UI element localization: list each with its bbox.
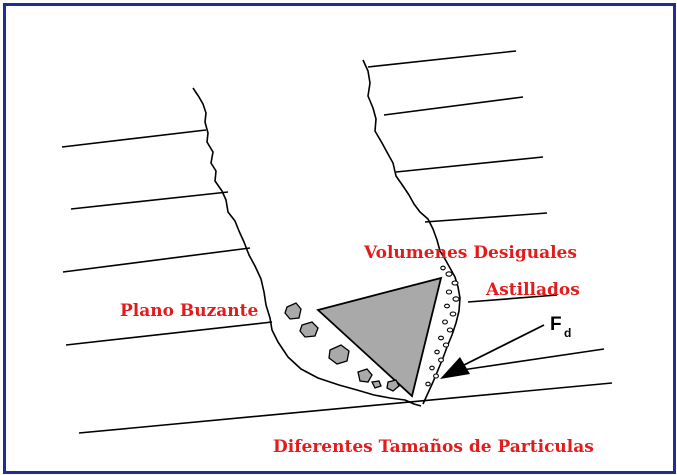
bedding-line [461, 348, 605, 371]
particles-left [284, 302, 400, 392]
fragment [452, 296, 460, 302]
fragment [433, 373, 439, 379]
fragment [442, 342, 450, 348]
force-subscript: d [564, 326, 571, 340]
fragment [446, 327, 454, 333]
particle [284, 302, 302, 320]
bedding-line [61, 129, 207, 148]
bedding-line [467, 294, 558, 303]
bedding-line [383, 96, 524, 116]
force-label: F [550, 314, 562, 335]
label-plano-buzante: Plano Buzante [120, 301, 258, 321]
particle [371, 380, 382, 389]
bedding-line [62, 247, 251, 273]
fragment [434, 349, 440, 355]
bedding-line [424, 212, 548, 223]
fragment [425, 381, 431, 387]
fissure-left-wall [192, 87, 422, 407]
bedding-line [367, 50, 517, 68]
particle [386, 379, 400, 392]
bedding-line [70, 191, 229, 210]
label-volumenes-desiguales: Volumenes Desiguales [363, 243, 577, 263]
fragment [438, 335, 444, 341]
bedding-lines-left [61, 129, 273, 346]
bedding-line [65, 321, 273, 346]
fragment [444, 303, 450, 309]
fragment [449, 311, 457, 317]
label-diferentes-tamanos: Diferentes Tamaños de Particulas [273, 437, 594, 457]
fragment [445, 271, 453, 277]
bedding-lines-right [78, 50, 613, 434]
fissure-outline [192, 59, 461, 407]
fragment [445, 289, 453, 295]
particle [328, 344, 350, 365]
label-astillados: Astillados [485, 280, 580, 300]
fissure-right-wall [362, 59, 461, 405]
diagram-frame [3, 3, 676, 474]
fragment [438, 357, 444, 363]
fragment [440, 265, 446, 271]
bedding-line [78, 382, 613, 434]
force-arrow-head [440, 357, 470, 379]
particle [357, 368, 373, 383]
force-arrow-line [461, 324, 545, 367]
fragment [451, 280, 459, 286]
fragment [442, 319, 448, 325]
particle [299, 321, 319, 338]
splinter-fragments [425, 265, 460, 387]
wedge-triangle [316, 276, 443, 398]
bedding-line [395, 156, 544, 173]
fragment [429, 365, 435, 371]
